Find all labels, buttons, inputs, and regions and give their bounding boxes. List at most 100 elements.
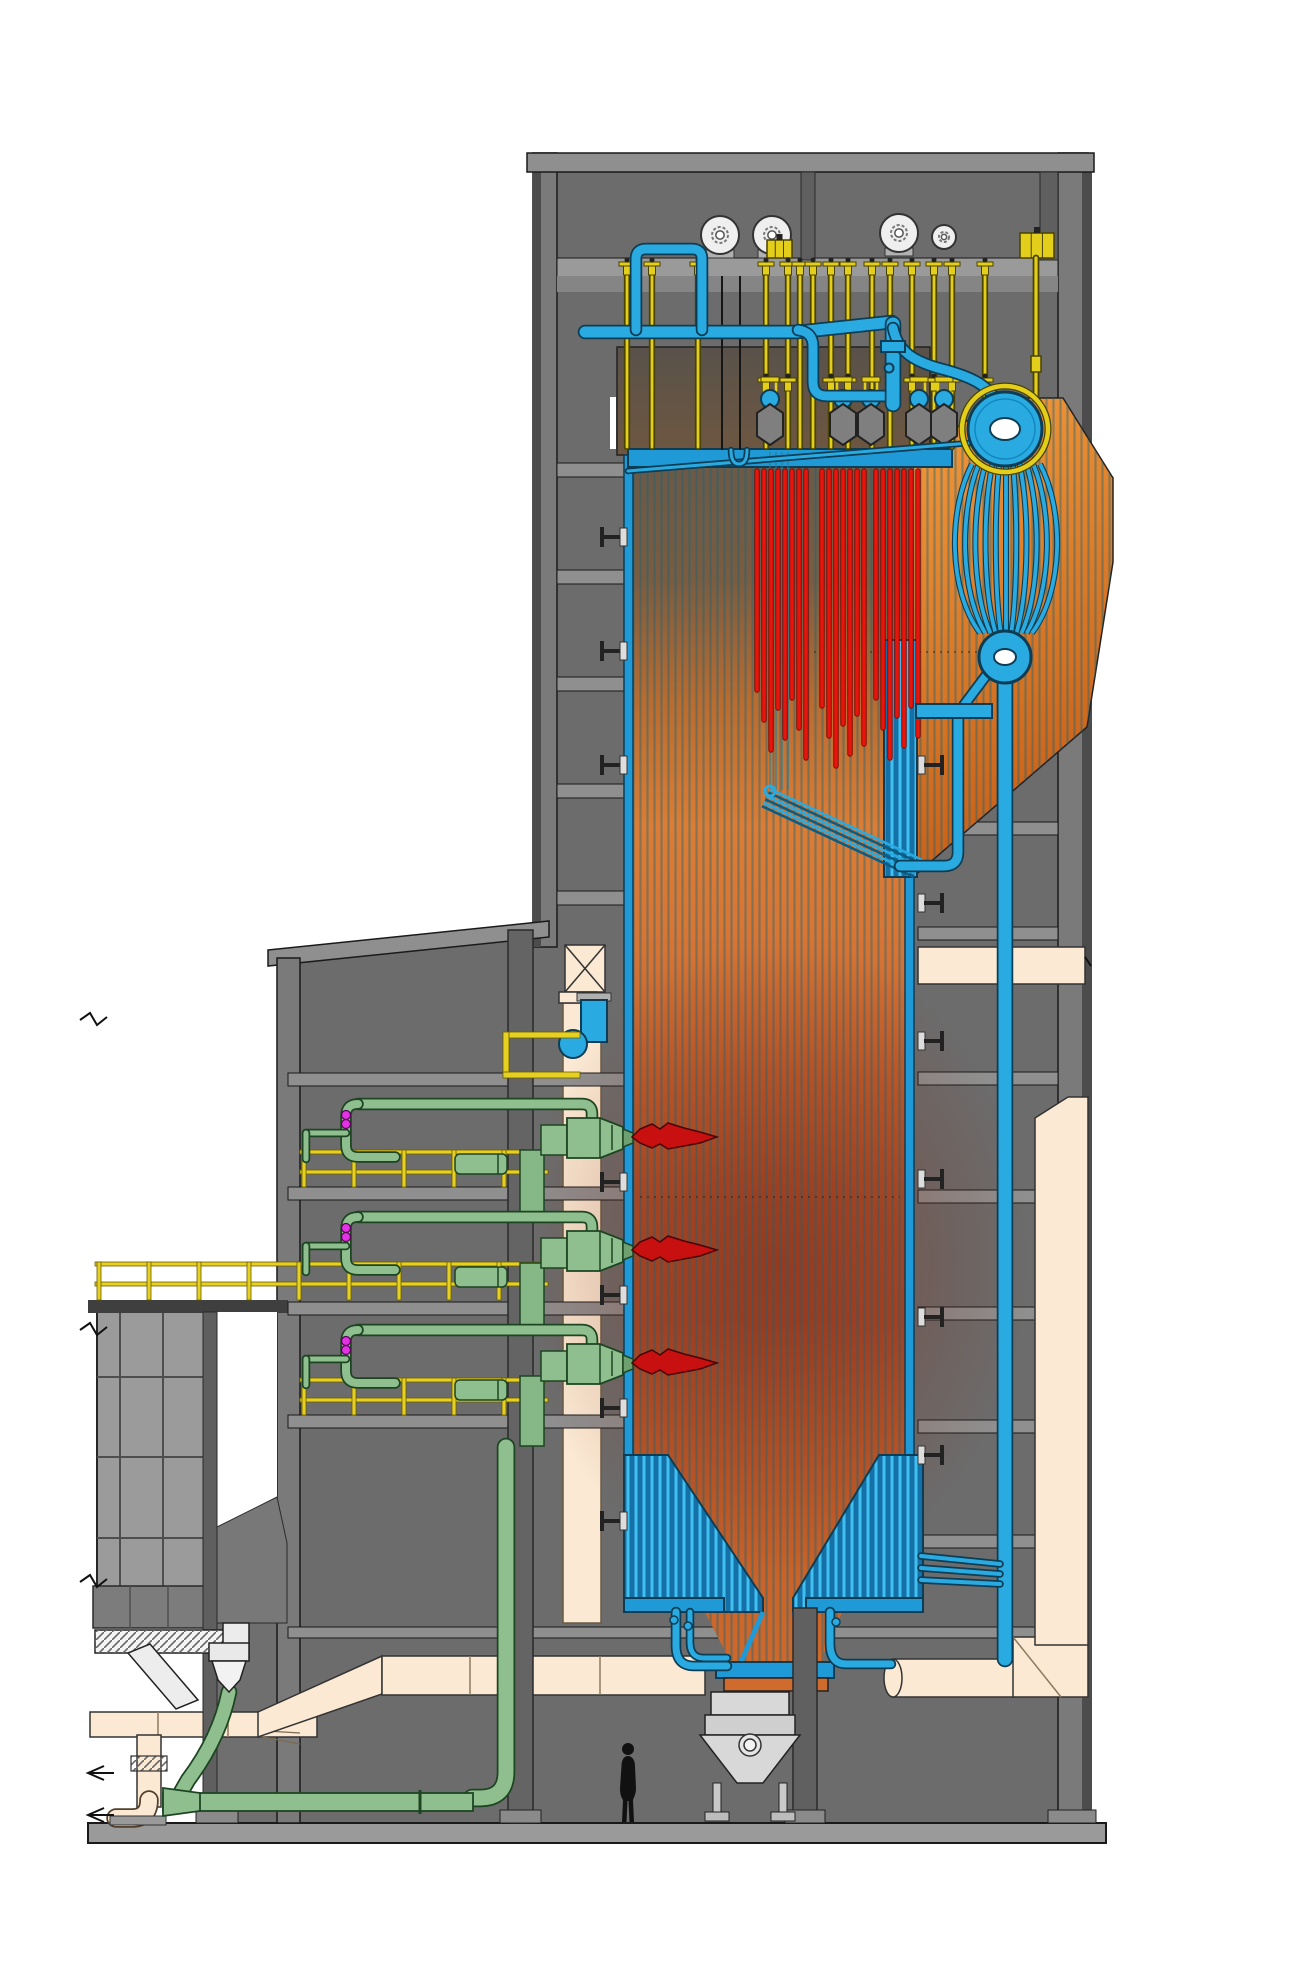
header-strap-bar <box>934 376 954 383</box>
guardrail-post <box>96 1261 102 1301</box>
hanger-spring-can <box>827 265 835 276</box>
penthouse-column <box>800 171 816 261</box>
ash-flange-inner <box>743 1738 757 1752</box>
buckstay-flange <box>600 1172 604 1192</box>
right-wall-edge <box>1082 153 1092 1823</box>
hanger-spring-can <box>796 265 804 276</box>
hopper-elbow-l1 <box>672 1608 731 1670</box>
block-column-base <box>195 1809 239 1824</box>
break-mark <box>79 1573 108 1589</box>
header-strap-bar <box>909 376 929 383</box>
left-wall-edge <box>533 153 541 947</box>
hanger-bolt <box>797 257 803 263</box>
hopper-chute-wall <box>738 1610 766 1664</box>
screw-conveyor-hatch <box>95 1630 237 1653</box>
buckstay-flange <box>940 893 944 913</box>
buckstay-flange <box>940 1445 944 1465</box>
ash-leg <box>712 1782 722 1814</box>
floor-beam-left <box>556 890 629 906</box>
buckstay-arm <box>602 1519 620 1523</box>
floor-beam-left <box>556 569 629 585</box>
drain-2 <box>919 1566 1002 1576</box>
bank-tube <box>1009 463 1019 634</box>
burner-supply-pipe <box>353 1099 597 1124</box>
guardrail-post <box>401 1149 407 1188</box>
bank-tube <box>1014 463 1029 634</box>
hanger-spring-can <box>868 265 876 276</box>
air-duct-elbow <box>1012 1636 1089 1698</box>
buckstay-arm <box>924 1177 942 1181</box>
guardrail-post <box>296 1261 302 1301</box>
air-duct-boiler-inlet <box>892 1658 1016 1698</box>
buckstay-wall-clip <box>619 641 628 661</box>
hopper-tube-panel-right <box>792 1454 924 1613</box>
buckstay-arm <box>924 1039 942 1043</box>
buckstay-arm <box>602 1180 620 1184</box>
buckstay-arm <box>602 763 620 767</box>
buckstay-arm <box>924 1453 942 1457</box>
right-wall-base <box>1047 1809 1097 1824</box>
guardrail-post <box>146 1261 152 1301</box>
green-system-layer <box>162 1097 720 1818</box>
wall-slot <box>610 397 616 449</box>
roof-beam <box>526 152 1095 173</box>
throat-pipe-flange <box>831 1617 841 1627</box>
hanger-spring-bar <box>863 261 881 267</box>
buckstay-flange <box>600 1511 604 1531</box>
bank-tube <box>1025 463 1049 634</box>
spring-hanger-box <box>766 239 793 259</box>
screen-hook <box>763 784 777 798</box>
valve-handwheel <box>340 1335 352 1347</box>
panel-base <box>92 1585 208 1629</box>
drum-hub <box>767 230 777 240</box>
guardrail-top <box>94 1261 549 1267</box>
hanger-bolt <box>810 257 816 263</box>
hanger-bolt <box>845 257 851 263</box>
windbox-rear <box>540 1350 568 1382</box>
drum-hub <box>715 230 725 240</box>
person-silhouette <box>620 1756 636 1822</box>
ash-transition <box>704 1714 796 1736</box>
buckstay-flange <box>600 755 604 775</box>
buckstay-arm <box>924 901 942 905</box>
burner-air-downduct <box>519 1149 545 1221</box>
boiler-bank-layer <box>951 462 1061 635</box>
platform-slab <box>88 1300 288 1313</box>
buckstay-wall-clip <box>917 755 926 775</box>
sample-loop <box>631 244 707 335</box>
screen-outlet-header <box>915 703 993 719</box>
hanger-spring-can <box>930 265 938 276</box>
drain-3 <box>919 1578 1002 1586</box>
drum-bolt-circle <box>937 230 951 244</box>
feeder-cone <box>210 1660 248 1694</box>
burner-windbox <box>566 1117 624 1159</box>
hanger-spring-can <box>809 265 817 276</box>
buckstay-wall-clip <box>619 1285 628 1305</box>
burner-flame <box>630 1348 720 1376</box>
buckstay-flange <box>600 1285 604 1305</box>
hanger-spring-can <box>886 265 894 276</box>
hanger-spring-bar <box>976 261 994 267</box>
superheater-header <box>905 402 933 447</box>
drum-hub <box>940 233 948 241</box>
break-mark <box>79 1321 108 1337</box>
throat-pipe-flange <box>683 1621 693 1631</box>
hanger-spring-bar <box>881 261 899 267</box>
coal-duct-horizontal <box>162 1792 474 1812</box>
spring-box-bolt <box>1034 227 1040 233</box>
superheater-header <box>829 402 857 447</box>
feed-chute <box>126 1643 200 1710</box>
burner-motor <box>454 1379 508 1401</box>
burner-nozzle <box>622 1353 634 1375</box>
ash-base-plate <box>770 1811 796 1822</box>
spring-hanger-box <box>1019 232 1055 259</box>
buckstay-arm <box>602 1406 620 1410</box>
hanger-bolt <box>869 257 875 263</box>
hanger-spring-can <box>981 265 989 276</box>
valve-handwheel <box>340 1231 352 1243</box>
bank-tube <box>953 463 982 635</box>
hanger-spring-can <box>948 265 956 276</box>
screen-tube <box>767 791 922 865</box>
